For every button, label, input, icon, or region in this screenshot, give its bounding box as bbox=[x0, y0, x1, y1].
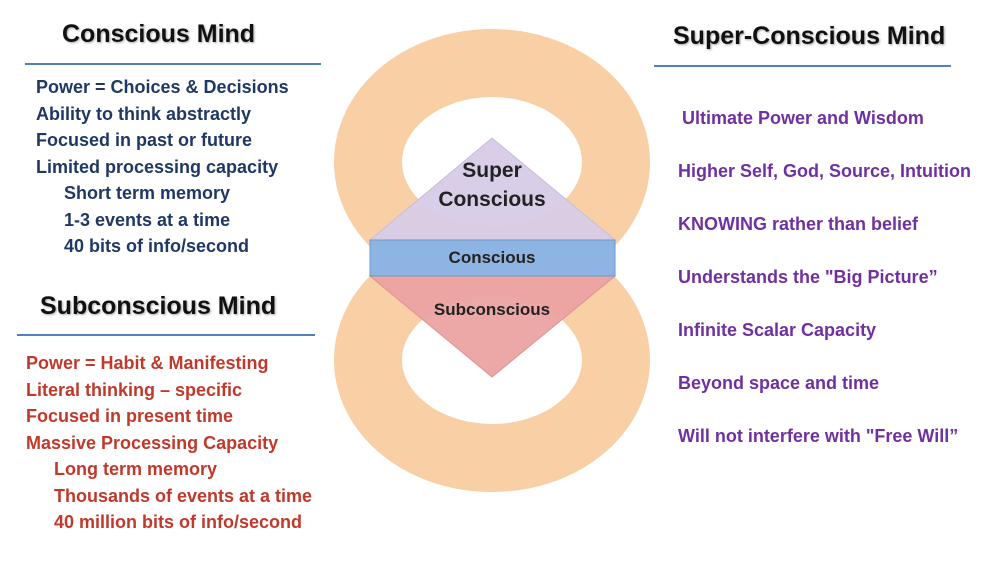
superconscious-item: Infinite Scalar Capacity bbox=[678, 320, 877, 340]
superconscious-item: Understands the "Big Picture” bbox=[678, 267, 938, 287]
subconscious-list: Power = Habit & Manifesting Literal thin… bbox=[26, 350, 312, 536]
subconscious-item: Power = Habit & Manifesting bbox=[26, 353, 269, 373]
conscious-subitem: 1-3 events at a time bbox=[64, 209, 231, 230]
subconscious-heading-rule bbox=[17, 334, 315, 336]
conscious-band bbox=[369, 239, 616, 277]
conscious-list: Power = Choices & Decisions Ability to t… bbox=[36, 74, 289, 260]
superconscious-item: Higher Self, God, Source, Intuition bbox=[678, 161, 972, 181]
superconscious-heading-rule bbox=[654, 65, 951, 67]
superconscious-list: Ultimate Power and Wisdom Higher Self, G… bbox=[678, 92, 971, 463]
conscious-item: Limited processing capacity bbox=[36, 156, 279, 177]
superconscious-mind-heading: Super-Conscious Mind bbox=[673, 22, 946, 50]
subconscious-item: Focused in present time bbox=[26, 406, 234, 426]
superconscious-item: KNOWING rather than belief bbox=[678, 214, 919, 234]
super-label-line1: Super bbox=[462, 159, 522, 182]
superconscious-item: Ultimate Power and Wisdom bbox=[682, 108, 924, 128]
subconscious-item: Massive Processing Capacity bbox=[26, 432, 279, 453]
conscious-subitem: 40 bits of info/second bbox=[64, 236, 250, 256]
subconscious-subitem: 40 million bits of info/second bbox=[54, 512, 303, 532]
conscious-item: Power = Choices & Decisions bbox=[36, 77, 289, 97]
conscious-subitem: Short term memory bbox=[64, 183, 231, 203]
super-label-line2: Conscious bbox=[438, 188, 545, 211]
conscious-item: Ability to think abstractly bbox=[36, 103, 252, 124]
conscious-label: Conscious bbox=[449, 248, 536, 267]
superconscious-item: Beyond space and time bbox=[678, 373, 880, 393]
subconscious-item: Literal thinking – specific bbox=[26, 379, 243, 400]
subconscious-subitem: Long term memory bbox=[54, 459, 218, 479]
superconscious-item: Will not interfere with "Free Will” bbox=[678, 426, 959, 446]
subconscious-mind-heading: Subconscious Mind bbox=[40, 292, 277, 320]
subconscious-subitem: Thousands of events at a time bbox=[54, 485, 313, 506]
subconscious-label: Subconscious bbox=[434, 300, 550, 319]
conscious-heading-rule bbox=[25, 63, 321, 65]
conscious-mind-heading: Conscious Mind bbox=[62, 20, 256, 48]
conscious-item: Focused in past or future bbox=[36, 130, 253, 150]
